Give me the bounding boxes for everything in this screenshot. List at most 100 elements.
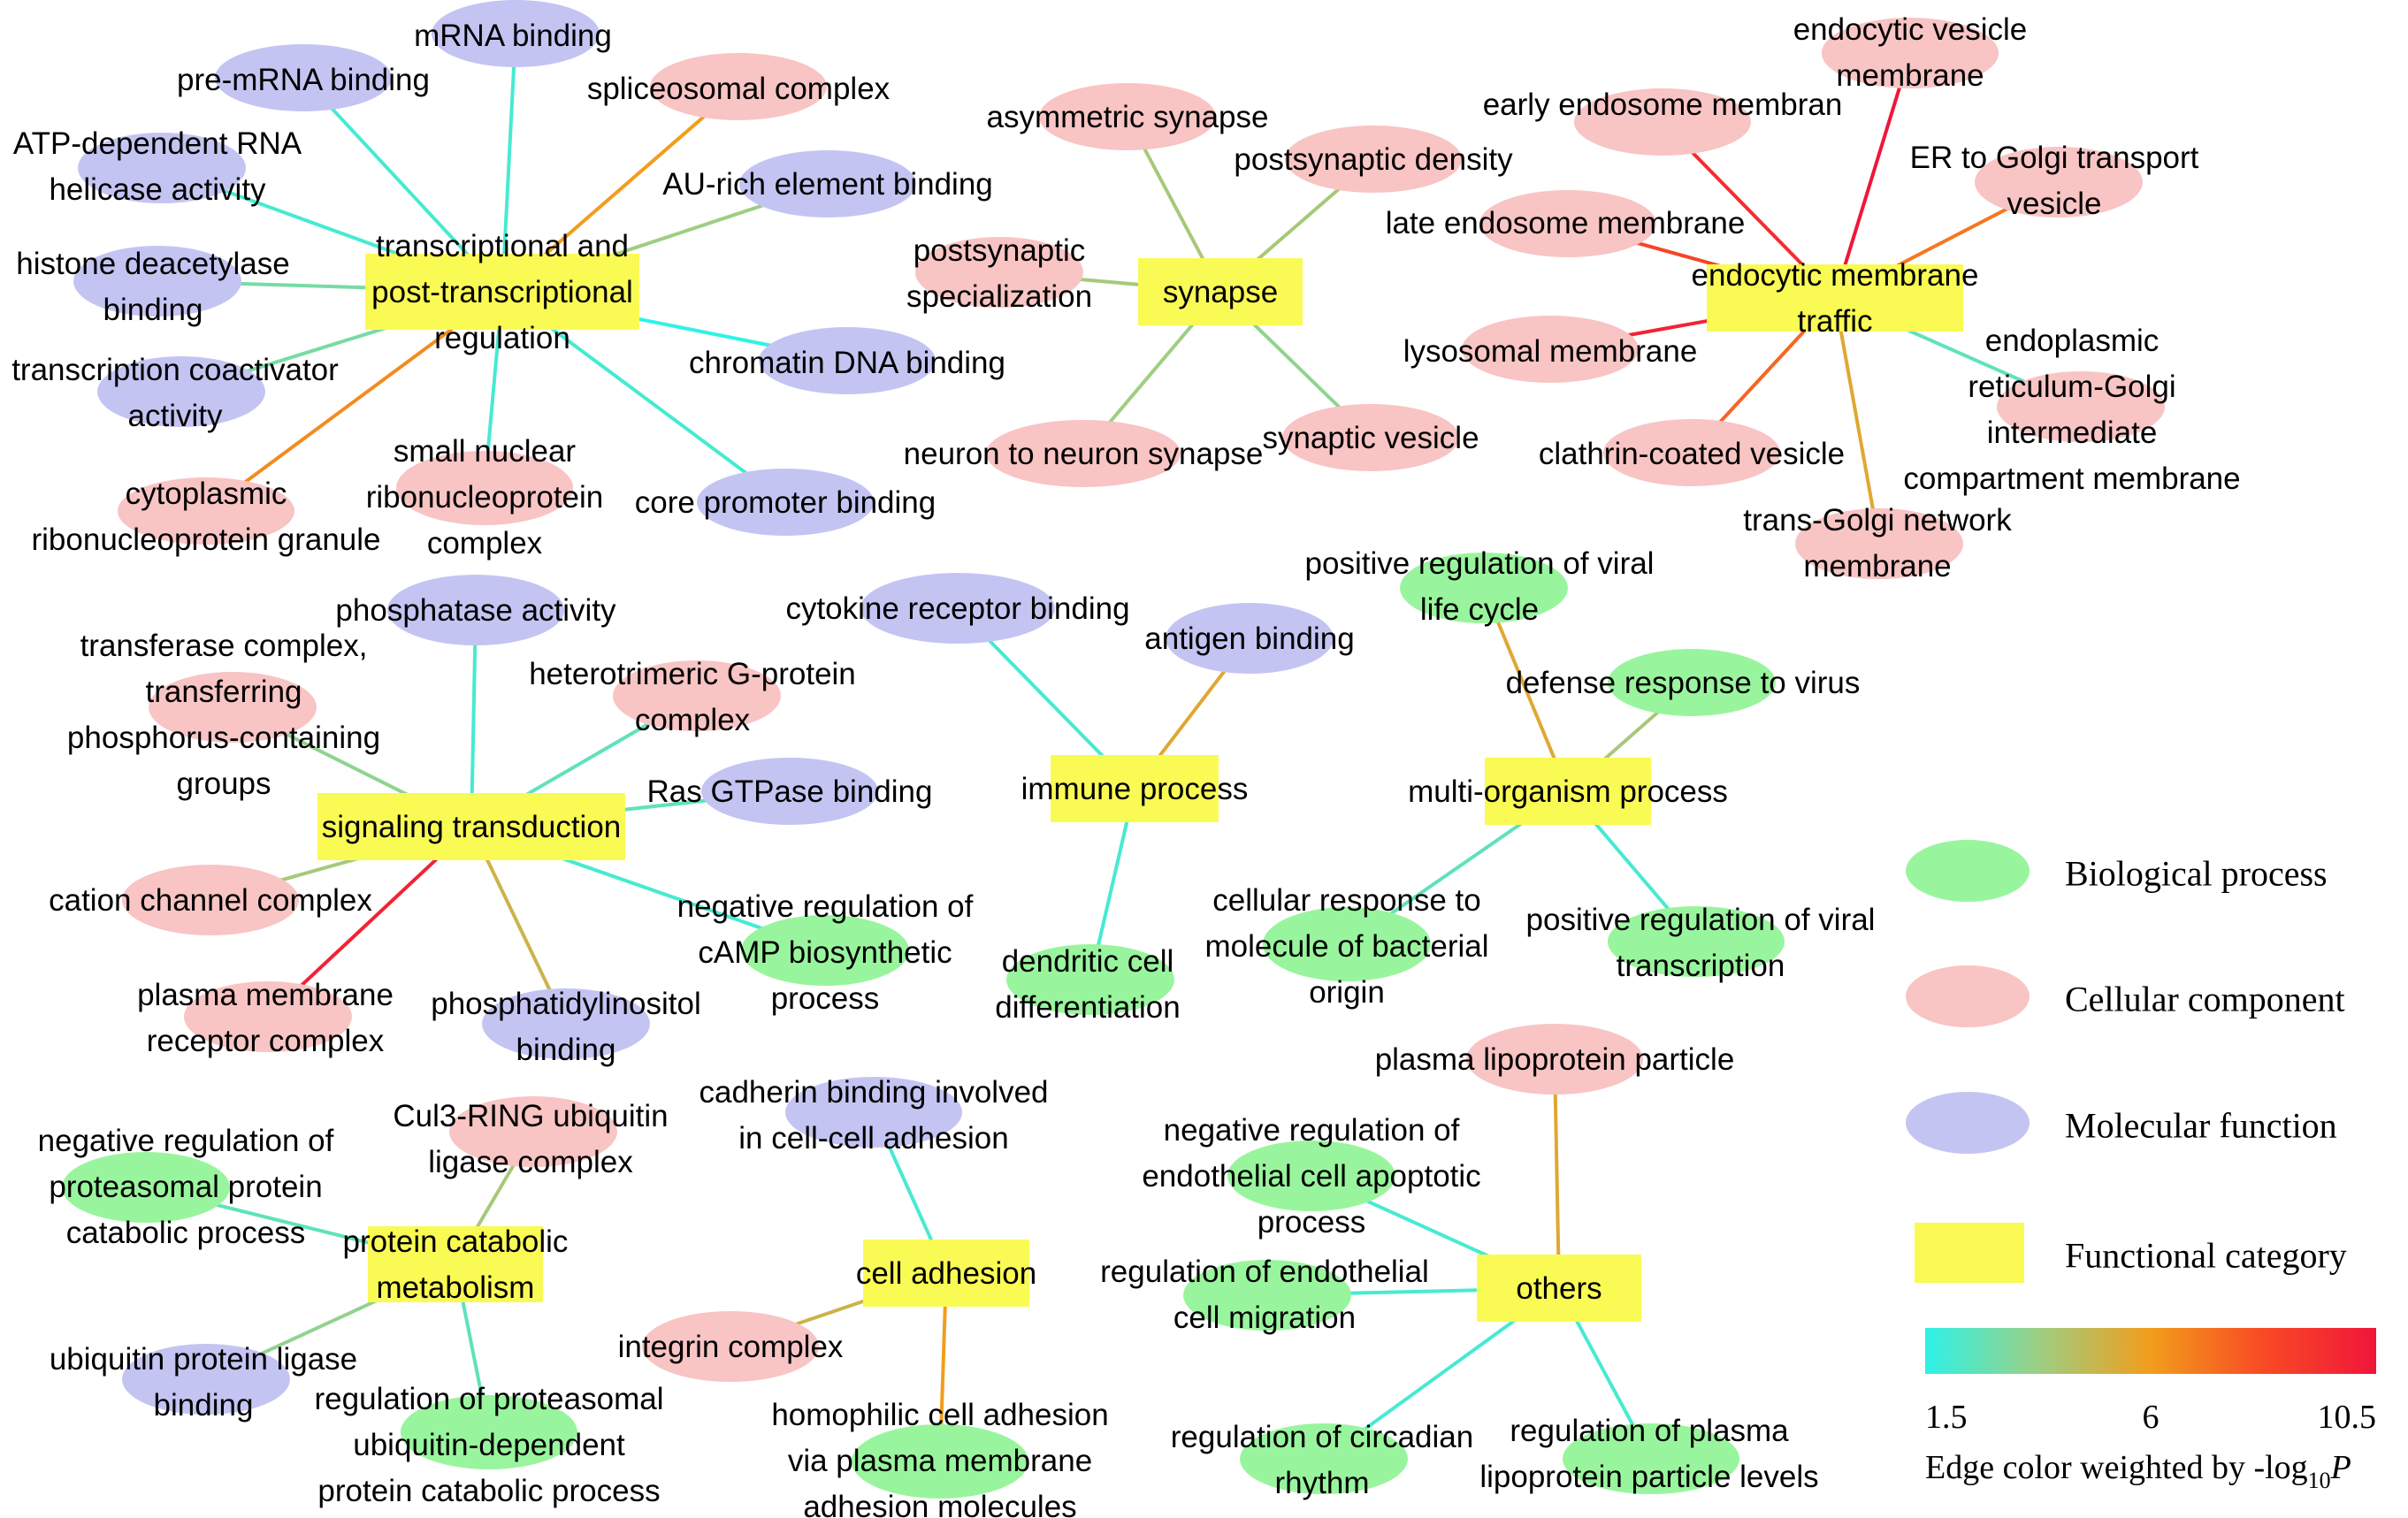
term-node-endocytic-vesicle-membrane-label-line: membrane — [1836, 58, 1984, 93]
term-node-defense-response-to-virus-label-line: defense response to virus — [1506, 666, 1861, 700]
term-node-heterotrimeric-g-protein-complex[interactable] — [613, 660, 781, 731]
term-node-negative-regulation-of-camp-biosynthetic-process[interactable] — [741, 915, 909, 986]
term-node-plasma-lipoprotein-particle[interactable] — [1466, 1024, 1643, 1095]
term-node-er-to-golgi-transport-vesicle-label-line: ER to Golgi transport — [1910, 141, 2199, 175]
term-node-spliceosomal-complex[interactable] — [650, 53, 827, 120]
term-node-small-nuclear-ribonucleoprotein-complex[interactable] — [396, 451, 573, 525]
term-node-regulation-of-proteasomal-ubiquitin-dependent-protein-catabolic-process[interactable] — [401, 1395, 577, 1469]
category-node-cell-adhesion[interactable] — [863, 1240, 1029, 1307]
term-node-positive-regulation-of-viral-transcription[interactable] — [1608, 906, 1785, 977]
term-node-neuron-to-neuron-synapse-label-line: neuron to neuron synapse — [904, 437, 1264, 471]
term-node-late-endosome-membrane[interactable] — [1479, 190, 1656, 257]
category-node-synapse[interactable] — [1138, 258, 1303, 325]
term-node-ubiquitin-protein-ligase-binding-label-line: binding — [154, 1388, 254, 1423]
term-node-cadherin-binding-involved-in-cell-cell-adhesion[interactable] — [785, 1077, 962, 1148]
term-node-ubiquitin-protein-ligase-binding[interactable] — [122, 1344, 290, 1415]
term-node-postsynaptic-density-label-line: postsynaptic density — [1234, 142, 1513, 177]
term-node-positive-regulation-of-viral-life-cycle[interactable] — [1400, 553, 1568, 623]
term-node-negative-regulation-of-camp-biosynthetic-process-label-line: process — [771, 981, 880, 1016]
term-node-homophilic-cell-adhesion-via-plasma-membrane-adhesion-molecules-label-line: homophilic cell adhesion — [771, 1398, 1108, 1432]
term-node-early-endosome-membran[interactable] — [1574, 88, 1751, 156]
term-node-regulation-of-plasma-lipoprotein-particle-levels-label-line: lipoprotein particle levels — [1479, 1460, 1818, 1494]
term-node-core-promoter-binding[interactable] — [697, 469, 874, 536]
term-node-regulation-of-endothelial-cell-migration-label-line: cell migration — [1173, 1301, 1356, 1335]
term-node-cellular-response-to-molecule-of-bacterial-origin[interactable] — [1263, 907, 1431, 981]
term-node-lysosomal-membrane-label: lysosomal membrane — [1403, 334, 1698, 369]
term-node-cul3-ring-ubiquitin-ligase-complex-label-line: ligase complex — [428, 1145, 633, 1179]
term-node-cul3-ring-ubiquitin-ligase-complex[interactable] — [449, 1096, 617, 1167]
category-node-others[interactable] — [1477, 1255, 1641, 1322]
term-node-cytokine-receptor-binding[interactable] — [860, 573, 1055, 644]
term-node-au-rich-element-binding[interactable] — [739, 150, 916, 217]
category-node-transcriptional-and-post-transcriptional-regulation[interactable] — [365, 254, 639, 330]
term-node-negative-regulation-of-endothelial-cell-apoptotic-process[interactable] — [1227, 1140, 1395, 1211]
term-node-transcription-coactivator-activity[interactable] — [97, 356, 265, 427]
term-node-plasma-membrane-receptor-complex[interactable] — [184, 981, 352, 1052]
term-node-lysosomal-membrane[interactable] — [1462, 316, 1639, 383]
category-node-signaling-transduction[interactable] — [317, 793, 625, 860]
term-node-phosphatase-activity[interactable] — [387, 575, 564, 645]
term-node-early-endosome-membran-label-line: early endosome membran — [1483, 88, 1843, 122]
term-node-pre-mrna-binding-label: pre-mRNA binding — [177, 63, 430, 97]
term-node-positive-regulation-of-viral-life-cycle-label-line: positive regulation of viral — [1305, 546, 1655, 581]
term-node-homophilic-cell-adhesion-via-plasma-membrane-adhesion-molecules[interactable] — [852, 1424, 1028, 1499]
term-node-postsynaptic-specialization[interactable] — [915, 237, 1083, 308]
term-node-antigen-binding[interactable] — [1166, 603, 1334, 674]
term-node-synaptic-vesicle[interactable] — [1282, 404, 1459, 471]
term-node-ras-gtpase-binding[interactable] — [701, 758, 878, 825]
term-node-endoplasmic-reticulum-golgi-intermediate-compartment-membrane[interactable] — [1997, 371, 2165, 442]
term-node-plasma-membrane-receptor-complex-label-line: plasma membrane — [137, 978, 394, 1012]
term-node-negative-regulation-of-camp-biosynthetic-process-label-line: negative regulation of — [677, 889, 974, 924]
category-node-others-label-line: others — [1516, 1271, 1602, 1306]
term-node-dendritic-cell-differentiation[interactable] — [1006, 944, 1174, 1015]
term-node-cation-channel-complex[interactable] — [122, 865, 299, 935]
category-node-endocytic-membrane-traffic[interactable] — [1707, 264, 1963, 332]
term-node-neuron-to-neuron-synapse[interactable] — [986, 420, 1181, 487]
category-node-cell-adhesion-label-line: cell adhesion — [856, 1256, 1036, 1291]
edge-scale-tick-1-5: 1.5 — [1925, 1399, 1968, 1436]
term-node-negative-regulation-of-proteasomal-protein-catabolic-process-label-line: negative regulation of — [38, 1124, 334, 1158]
term-node-cytokine-receptor-binding-label-line: cytokine receptor binding — [785, 591, 1129, 626]
category-node-immune-process[interactable] — [1051, 755, 1219, 822]
edge-endocytic-vesicle-membrane — [1833, 52, 1912, 299]
term-node-regulation-of-endothelial-cell-migration[interactable] — [1183, 1260, 1351, 1331]
term-node-regulation-of-circadian-rhythm[interactable] — [1240, 1423, 1408, 1494]
term-node-postsynaptic-density[interactable] — [1285, 126, 1462, 193]
term-node-negative-regulation-of-proteasomal-protein-catabolic-process[interactable] — [62, 1152, 230, 1223]
term-node-integrin-complex[interactable] — [642, 1311, 819, 1382]
term-node-trans-golgi-network-membrane[interactable] — [1795, 508, 1963, 579]
category-node-multi-organism-process[interactable] — [1485, 758, 1651, 825]
term-node-small-nuclear-ribonucleoprotein-complex-label-line: small nuclear — [394, 434, 577, 469]
term-node-phosphatidylinositol-binding[interactable] — [482, 988, 650, 1059]
term-node-asymmetric-synapse[interactable] — [1039, 83, 1216, 150]
term-node-mrna-binding[interactable] — [432, 0, 600, 67]
term-node-pre-mrna-binding[interactable] — [215, 44, 392, 111]
term-node-atp-dependent-rna-helicase-activity[interactable] — [78, 133, 246, 203]
term-node-er-to-golgi-transport-vesicle[interactable] — [1975, 147, 2143, 217]
term-node-cytoplasmic-ribonucleoprotein-granule[interactable] — [118, 477, 294, 545]
term-node-endocytic-vesicle-membrane[interactable] — [1822, 18, 1999, 88]
term-node-histone-deacetylase-binding[interactable] — [73, 246, 241, 317]
term-node-transferase-complex-transferring-phosphorus-containing-groups-label-line: transferring — [145, 675, 302, 709]
term-node-ras-gtpase-binding-label-line: Ras GTPase binding — [647, 774, 933, 809]
term-node-clathrin-coated-vesicle[interactable] — [1603, 419, 1780, 486]
term-node-chromatin-dna-binding[interactable] — [759, 327, 936, 394]
term-node-transferase-complex-transferring-phosphorus-containing-groups[interactable] — [149, 672, 317, 743]
term-node-regulation-of-plasma-lipoprotein-particle-levels[interactable] — [1563, 1423, 1739, 1494]
term-node-defense-response-to-virus[interactable] — [1608, 649, 1776, 716]
term-node-lysosomal-membrane-label-line: lysosomal membrane — [1403, 334, 1698, 369]
term-node-regulation-of-circadian-rhythm-label-line: regulation of circadian — [1171, 1420, 1473, 1454]
term-node-plasma-lipoprotein-particle-label-line: plasma lipoprotein particle — [1375, 1042, 1735, 1077]
term-node-positive-regulation-of-viral-transcription-label-line: positive regulation of viral — [1526, 903, 1876, 937]
legend-functional-category-swatch — [1915, 1223, 2024, 1283]
term-node-negative-regulation-of-endothelial-cell-apoptotic-process-label-line: endothelial cell apoptotic — [1142, 1159, 1480, 1194]
category-node-protein-catabolic-metabolism[interactable] — [368, 1226, 543, 1302]
